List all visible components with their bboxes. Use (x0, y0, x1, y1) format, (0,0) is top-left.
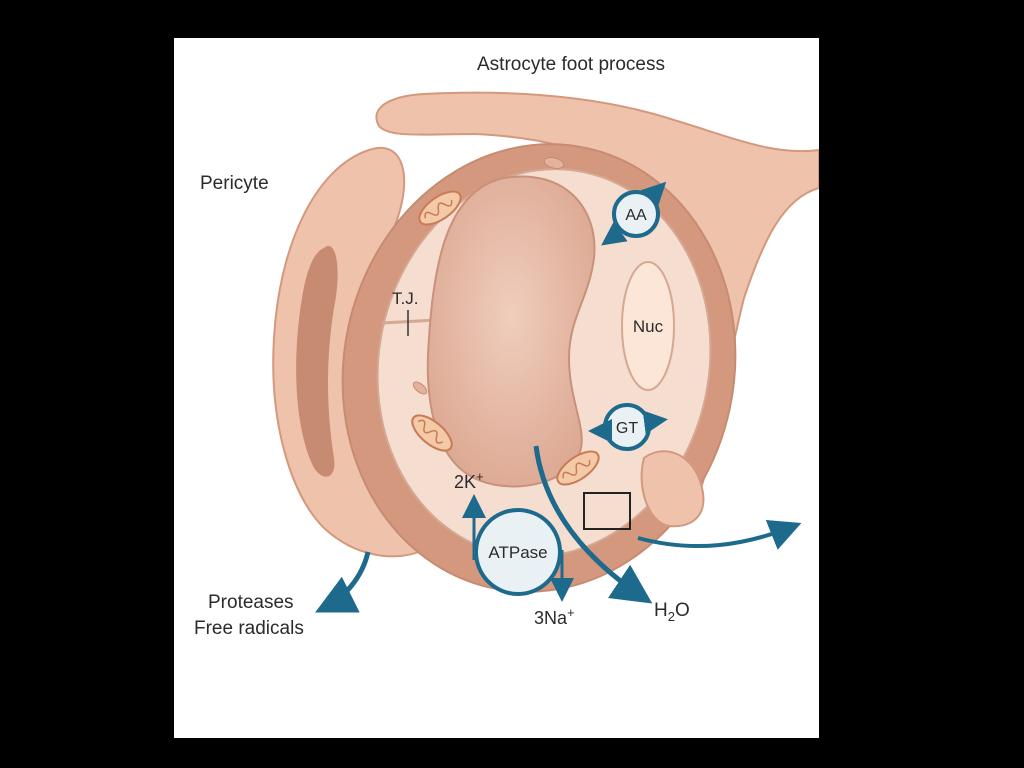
label-nucleus: Nuc (633, 317, 664, 336)
aa-arrow-out (640, 181, 667, 208)
label-astrocyte: Astrocyte foot process (477, 54, 665, 75)
label-water: H2O (654, 600, 690, 624)
label-aa: AA (625, 207, 647, 224)
atpase-pump (474, 508, 562, 596)
pericyte-nucleus (296, 246, 338, 477)
label-gt: GT (616, 420, 638, 437)
gt-arrow-out (642, 410, 668, 435)
capillary-lumen (426, 175, 596, 488)
vesicle (412, 381, 428, 395)
vesicle (543, 157, 565, 169)
outflow-arrow (637, 520, 802, 550)
water-flow-arrow (533, 445, 653, 604)
mitochondrion (411, 414, 453, 452)
label-atpase: ATPase (488, 543, 547, 562)
mitochondrion (556, 450, 600, 486)
tight-junction-seam (381, 318, 437, 325)
aa-arrow-in (601, 221, 628, 246)
detail-box (583, 492, 631, 530)
label-pericyte: Pericyte (200, 173, 269, 194)
label-potassium: 2K+ (454, 469, 484, 492)
label-tight-junction: T.J. (392, 289, 418, 308)
blood-brain-barrier-diagram: Astrocyte foot process Pericyte T.J. AA … (194, 54, 819, 639)
label-free-radicals: Free radicals (194, 618, 304, 639)
protease-arrow (315, 551, 371, 613)
endothelial-nucleus (621, 261, 675, 391)
label-proteases: Proteases (208, 592, 294, 613)
mitochondrion (418, 190, 462, 226)
astrocyte-lobe (640, 450, 705, 528)
label-sodium: 3Na+ (534, 605, 575, 628)
diagram-panel: Astrocyte foot process Pericyte T.J. AA … (174, 38, 819, 738)
